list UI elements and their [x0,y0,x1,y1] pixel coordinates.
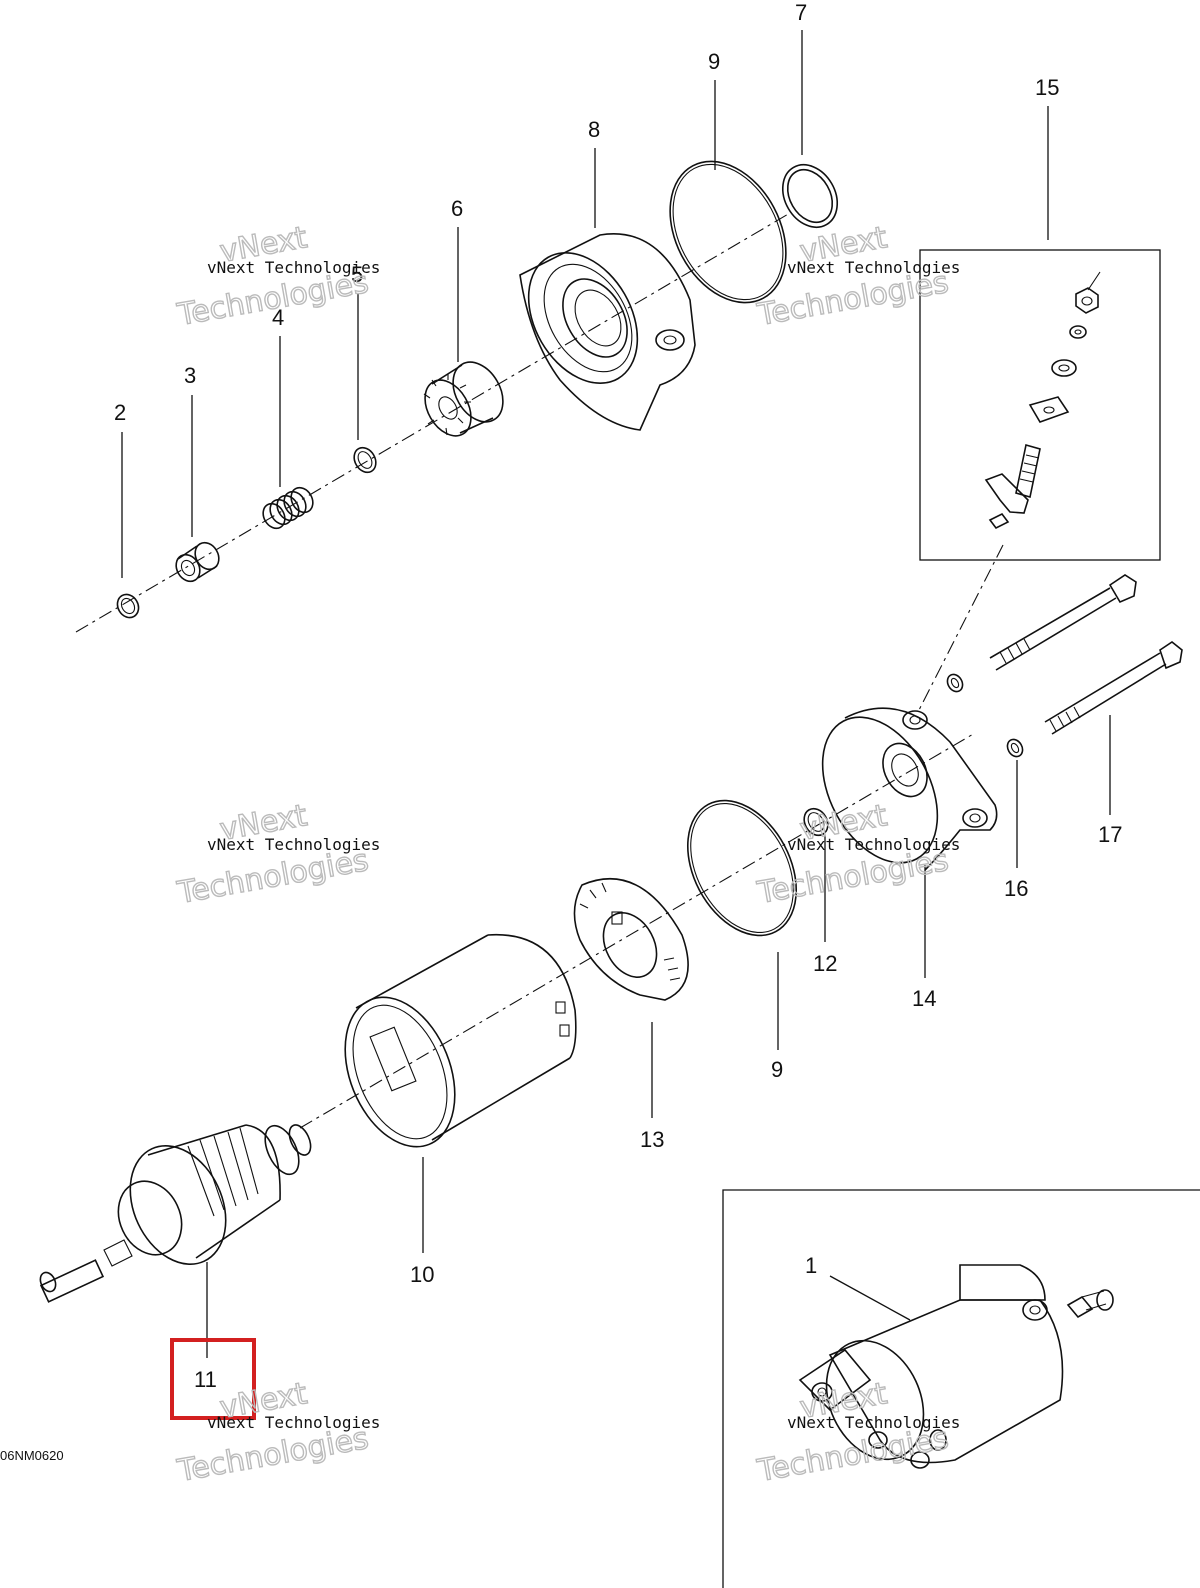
svg-text:vNext Technologies: vNext Technologies [787,835,960,854]
callout-8: 8 [588,117,600,142]
watermark-bottom-right: vNext Technologies vNext Technologies [754,1375,961,1489]
part-9-o-ring-upper [669,160,787,304]
callout-2: 2 [114,400,126,425]
part-3-sleeve [175,541,220,583]
watermark-bottom-left: vNext Technologies vNext Technologies [174,1375,381,1489]
part-1-detail-frame [722,1189,1200,1588]
through-bolt-upper [989,574,1137,671]
callout-6: 6 [451,196,463,221]
part-4-spring [262,486,314,530]
callout-5: 5 [351,262,363,287]
part-1-starter-assembly [798,1264,1114,1469]
callout-17: 17 [1098,822,1122,847]
part-14-end-cap [821,707,998,871]
svg-text:vNext Technologies: vNext Technologies [787,258,960,277]
part-9-o-ring-lower [686,799,798,937]
part-13-brush-plate [573,877,689,1001]
bolt-washer-upper [946,673,964,693]
detail-connection-axis [917,544,1004,713]
part-8-drive-housing [519,233,696,431]
callout-10: 10 [410,1262,434,1287]
svg-text:vNext Technologies: vNext Technologies [207,835,380,854]
callout-16: 16 [1004,876,1028,901]
svg-text:vNext Technologies: vNext Technologies [207,258,380,277]
callout-12: 12 [813,951,837,976]
part-6-drive-pinion [423,361,504,437]
callout-11-highlight [170,1338,256,1420]
part-10-yoke [344,933,577,1148]
svg-text:vNext Technologies: vNext Technologies [207,1413,380,1432]
part-17-through-bolt [1044,641,1183,735]
callout-14: 14 [912,986,936,1011]
part-16-washer [1006,738,1024,758]
callout-4: 4 [272,305,284,330]
callout-9-lower: 9 [771,1057,783,1082]
part-15-terminal-hardware [984,271,1101,530]
svg-text:vNext Technologies: vNext Technologies [787,1413,960,1432]
callout-13: 13 [640,1127,664,1152]
lower-assembly-axis [299,732,976,1129]
part-12-o-ring [803,807,829,837]
callout-3: 3 [184,363,196,388]
callout-11: 11 [194,1367,217,1392]
callout-9-upper: 9 [708,49,720,74]
leader-lines [121,30,1111,1358]
callout-7: 7 [795,0,807,25]
part-15-detail-frame [919,249,1161,561]
part-11-armature [39,1124,312,1303]
watermark-top-left: vNext Technologies vNext Technologies [174,219,381,333]
part-5-ring [353,446,377,474]
part-2-snap-ring [116,593,140,619]
part-7-o-ring [781,164,839,228]
callout-15: 15 [1035,75,1059,100]
drawing-code: 06NM0620 [0,1448,64,1463]
callout-1: 1 [805,1253,817,1278]
watermark-mid-left: vNext Technologies vNext Technologies [174,797,381,911]
